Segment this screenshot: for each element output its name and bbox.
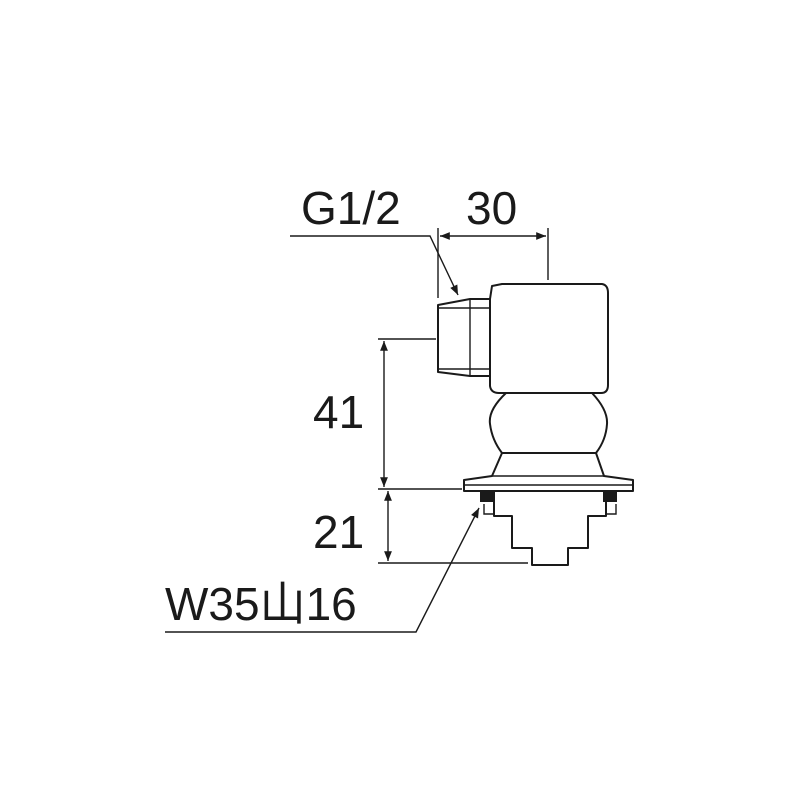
leader-mount-thread	[165, 507, 480, 633]
label-thread: G1/2	[301, 182, 401, 234]
leader-thread	[290, 235, 459, 296]
gasket-left	[480, 491, 494, 502]
label-height-upper: 41	[313, 386, 364, 438]
label-width: 30	[466, 182, 517, 234]
elbow-block	[489, 283, 609, 394]
dimension-width	[437, 228, 549, 298]
label-height-lower: 21	[313, 506, 364, 558]
gasket-right	[603, 491, 617, 502]
dimension-height-upper	[378, 338, 436, 487]
fitting-body	[437, 283, 634, 566]
label-mount-thread: W35山16	[165, 578, 357, 630]
dimension-height-lower	[378, 488, 528, 564]
flange-base	[463, 452, 634, 492]
thread-inlet	[437, 298, 491, 377]
lower-body	[493, 490, 607, 566]
neck-nut	[488, 392, 609, 454]
